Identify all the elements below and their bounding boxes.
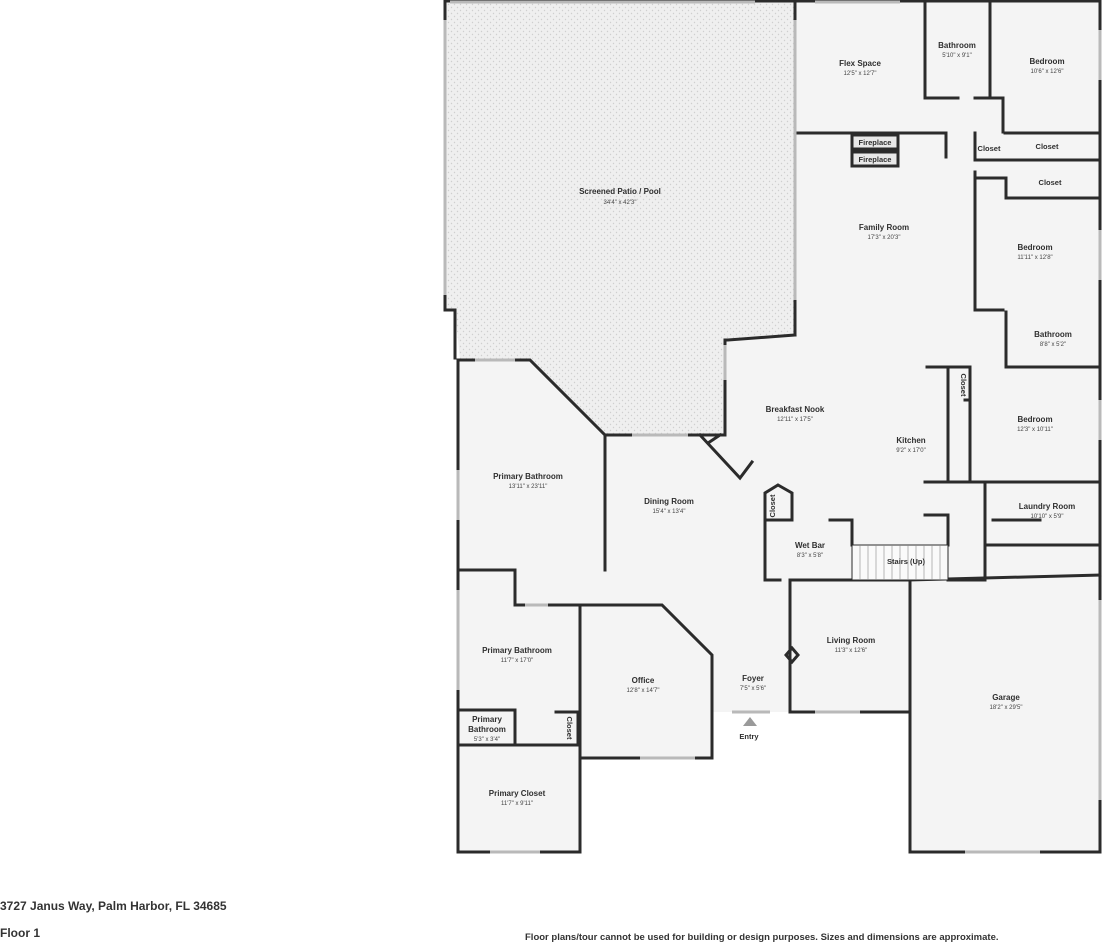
patio-floor [445,2,795,435]
room-dim-breakfast-nook: 12'11" x 17'5" [777,417,813,423]
room-name-bathroom-top: Bathroom [938,41,976,50]
room-dim-family-room: 17'3" x 20'3" [868,235,901,241]
windows [443,0,1102,854]
entry-arrow-icon [743,717,757,726]
room-name-primary-bathroom-3-line2: Bathroom [468,725,506,734]
room-dim-primary-bathroom-2: 11'7" x 17'0" [501,658,533,664]
room-dim-office: 12'8" x 14'7" [627,688,660,694]
entry-label: Entry [739,732,759,741]
room-dim-primary-bathroom-1: 13'11" x 23'11" [509,484,548,490]
closet-label-d: Closet [959,374,968,397]
fireplace-label-1: Fireplace [859,138,892,147]
room-dim-laundry-room: 10'10" x 5'9" [1031,514,1064,520]
room-name-kitchen: Kitchen [896,436,925,445]
room-dim-foyer: 7'5" x 5'6" [740,686,766,692]
room-labels: Screened Patio / Pool 34'4" x 42'3" Flex… [468,41,1075,807]
room-name-bedroom-top: Bedroom [1029,57,1064,66]
stairs [851,544,949,581]
room-name-bedroom-mid: Bedroom [1017,243,1052,252]
fixture-labels: Fireplace Fireplace Closet Closet Closet… [565,138,1062,741]
room-name-garage: Garage [992,693,1020,702]
room-name-bedroom-low: Bedroom [1017,415,1052,424]
closet-label-a: Closet [978,144,1001,153]
room-dim-bedroom-top: 10'6" x 12'6" [1031,69,1064,75]
disclaimer-text: Floor plans/tour cannot be used for buil… [525,932,999,943]
room-dim-garage: 18'2" x 29'5" [990,705,1023,711]
room-dim-primary-bathroom-3: 5'3" x 3'4" [474,737,500,743]
stairs-label: Stairs (Up) [887,557,925,566]
closet-label-e: Closet [768,494,777,517]
room-dim-kitchen: 9'2" x 17'0" [896,448,926,454]
room-name-primary-closet: Primary Closet [489,789,546,798]
room-name-primary-bathroom-3-line1: Primary [472,715,502,724]
room-name-wet-bar: Wet Bar [795,541,825,550]
room-name-bathroom-mid: Bathroom [1034,330,1072,339]
room-dim-bedroom-mid: 11'11" x 12'8" [1017,255,1052,261]
room-name-family-room: Family Room [859,223,909,232]
room-name-breakfast-nook: Breakfast Nook [766,405,825,414]
room-name-office: Office [632,676,655,685]
room-dim-living-room: 11'3" x 12'6" [835,648,867,654]
room-dim-wet-bar: 8'3" x 5'8" [797,553,823,559]
room-name-foyer: Foyer [742,674,764,683]
house-floor [458,2,1100,852]
fireplace-label-2: Fireplace [859,155,892,164]
room-name-primary-bathroom-2: Primary Bathroom [482,646,552,655]
floor-fills [445,2,1100,852]
closet-label-f: Closet [565,717,574,740]
room-dim-bathroom-mid: 8'8" x 5'2" [1040,342,1066,348]
room-dim-screened-patio: 34'4" x 42'3" [604,200,637,206]
room-dim-dining-room: 15'4" x 13'4" [653,509,686,515]
room-name-dining-room: Dining Room [644,497,694,506]
property-address: 3727 Janus Way, Palm Harbor, FL 34685 [0,899,227,913]
closet-label-c: Closet [1039,178,1062,187]
room-dim-flex-space: 12'5" x 12'7" [844,71,877,77]
floor-label: Floor 1 [0,926,41,940]
room-name-primary-bathroom-1: Primary Bathroom [493,472,563,481]
room-dim-bedroom-low: 12'3" x 10'11" [1017,427,1053,433]
room-dim-bathroom-top: 5'10" x 9'1" [942,53,972,59]
closet-label-b: Closet [1036,142,1059,151]
room-name-laundry-room: Laundry Room [1019,502,1075,511]
room-name-screened-patio: Screened Patio / Pool [579,187,661,196]
room-name-living-room: Living Room [827,636,875,645]
room-dim-primary-closet: 11'7" x 9'11" [501,801,533,807]
room-name-flex-space: Flex Space [839,59,881,68]
